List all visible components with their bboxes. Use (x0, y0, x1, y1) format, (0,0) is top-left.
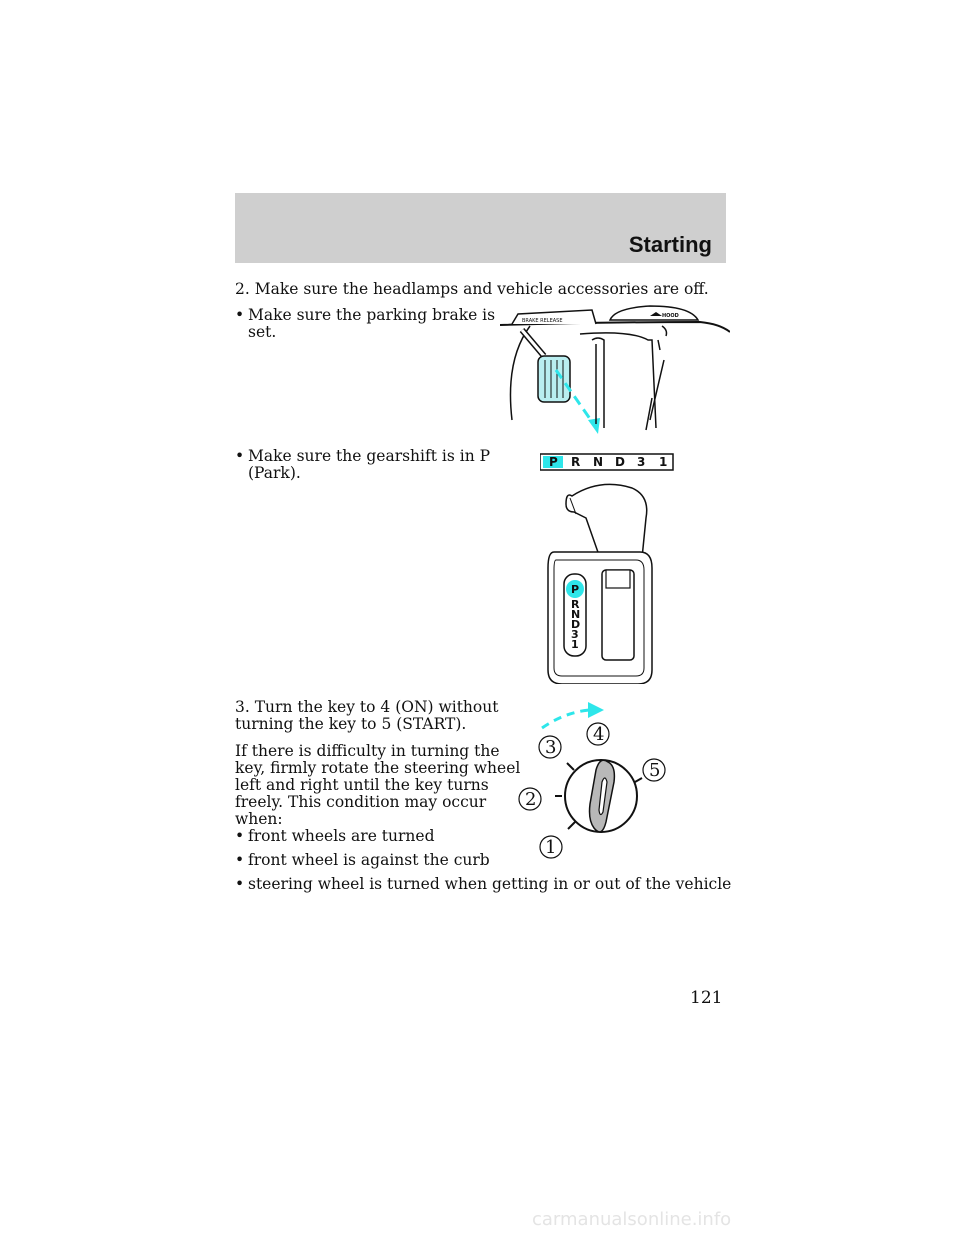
condition-item: • front wheels are turned (235, 827, 695, 846)
step-3-line1: 3. Turn the key to 4 (ON) without (235, 698, 499, 716)
paragraph-line2: key, firmly rotate the steering wheel (235, 759, 521, 777)
gear-column-letter: P (571, 583, 579, 596)
hood-label: HOOD (662, 313, 679, 319)
hood-car-icon (650, 312, 662, 316)
brake-pedal (537, 355, 571, 403)
gear-strip-letter: D (615, 455, 625, 469)
bullet-text-line2: (Park). (248, 464, 301, 482)
gear-column-letter: R (571, 598, 580, 611)
bullet-gearshift-park: • Make sure the gearshift is in P (Park)… (235, 447, 490, 484)
pedal-motion-arrow (554, 369, 597, 427)
paragraph-line5: when: (235, 810, 283, 828)
section-title: Starting (628, 232, 712, 257)
ignition-position-4: 4 (593, 724, 604, 745)
ignition-position-1: 1 (545, 837, 556, 858)
gear-column-letter: D (571, 618, 580, 631)
condition-item: • steering wheel is turned when getting … (235, 875, 731, 894)
footer-watermark: carmanualsonline.info (532, 1209, 732, 1230)
parking-brake-illustration: BRAKE RELEASE HOOD (500, 305, 730, 434)
gear-strip-letter: R (571, 455, 580, 469)
ignition-position-5: 5 (649, 760, 660, 781)
gear-strip-letter: 3 (637, 455, 645, 469)
bullet-dot: • (235, 306, 245, 324)
rotation-arrow (541, 708, 591, 730)
arrow-head-icon (588, 418, 600, 434)
park-highlight (566, 580, 584, 598)
condition-item: • front wheel is against the curb (235, 851, 695, 870)
step-3-line2: turning the key to 5 (START). (235, 715, 467, 733)
bullet-dot: • (235, 875, 245, 893)
paragraph-line3: left and right until the key turns (235, 776, 489, 794)
brake-release-label: BRAKE RELEASE (522, 318, 562, 324)
gear-column-letter: 1 (571, 638, 579, 651)
bullet-text-line2: set. (248, 323, 277, 341)
condition-text: steering wheel is turned when getting in… (248, 875, 732, 893)
bullet-parking-brake: • Make sure the parking brake is set. (235, 306, 495, 343)
condition-text: front wheel is against the curb (248, 851, 490, 869)
gear-indicator-strip (540, 453, 674, 471)
gear-column-letter: N (571, 608, 580, 621)
page-number: 121 (690, 988, 723, 1008)
paragraph-line4: freely. This condition may occur (235, 793, 487, 811)
arrow-head-icon (588, 702, 604, 718)
gear-strip-letter: N (593, 455, 603, 469)
gear-strip-letter: 1 (659, 455, 667, 469)
bullet-dot: • (235, 827, 245, 845)
condition-text: front wheels are turned (248, 827, 435, 845)
bullet-text-line1: Make sure the gearshift is in P (248, 447, 491, 465)
bullet-text-line1: Make sure the parking brake is (248, 306, 496, 324)
ignition-position-2: 2 (525, 789, 536, 810)
section-header-band: Starting (235, 193, 726, 263)
gear-strip-letter: P (549, 455, 558, 469)
ignition-switch-illustration: 1 2 3 4 5 (518, 702, 666, 859)
step-2-text: 2. Make sure the headlamps and vehicle a… (235, 280, 709, 298)
gear-column-letter: 3 (571, 628, 579, 641)
paragraph-line1: If there is difficulty in turning the (235, 742, 500, 760)
ignition-position-3: 3 (545, 737, 556, 758)
bullet-dot: • (235, 447, 245, 465)
bullet-dot: • (235, 851, 245, 869)
